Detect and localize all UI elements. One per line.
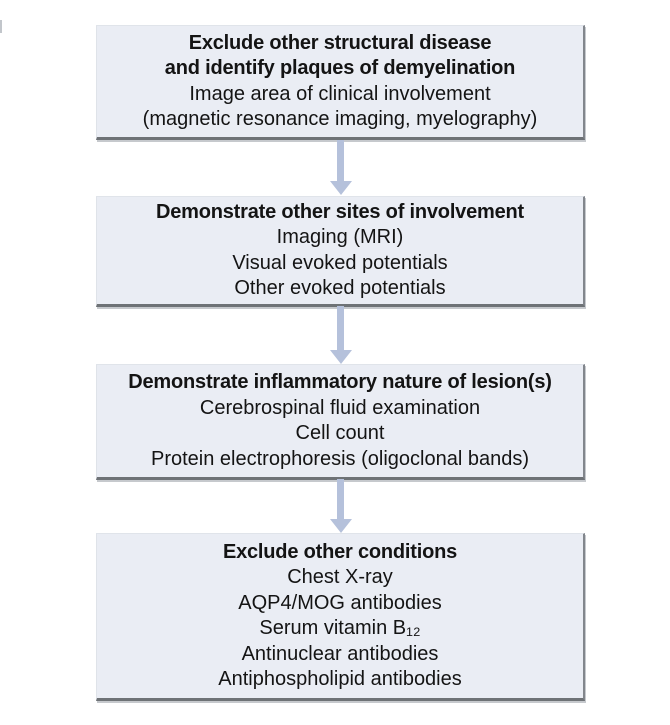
step-item: Protein electrophoresis (oligoclonal ban… [151, 447, 529, 470]
step-item: AQP4/MOG antibodies [238, 591, 442, 614]
down-arrow [96, 479, 585, 533]
down-arrow-stem [337, 140, 344, 181]
flow-step-demonstrate-other-sites: Demonstrate other sites of involvement I… [96, 196, 585, 307]
step-item: Image area of clinical involvement [189, 82, 491, 105]
step-title-line: and identify plaques of demyelination [164, 57, 516, 79]
step-item: Serum vitamin B₁₂ [259, 617, 421, 639]
step-item: Cell count [295, 422, 385, 444]
step-title-line: Exclude other conditions [222, 540, 458, 563]
step-item: (magnetic resonance imaging, myelography… [142, 108, 538, 130]
flow-step-demonstrate-inflammatory-nature: Demonstrate inflammatory nature of lesio… [96, 364, 585, 480]
flow-step-exclude-structural-disease: Exclude other structural disease and ide… [96, 25, 585, 140]
down-arrow-stem [337, 306, 344, 350]
step-title-line: Demonstrate inflammatory nature of lesio… [128, 371, 552, 393]
down-arrow [96, 306, 585, 364]
step-item: Antinuclear antibodies [241, 642, 439, 665]
down-arrow [96, 140, 585, 195]
step-item: Chest X-ray [287, 566, 393, 588]
down-arrow-icon [329, 350, 352, 364]
down-arrow-stem [337, 479, 344, 519]
step-item: Imaging (MRI) [276, 226, 404, 248]
step-item: Visual evoked potentials [232, 251, 448, 274]
flow-step-exclude-other-conditions: Exclude other conditions Chest X-ray AQP… [96, 533, 585, 701]
step-item: Antiphospholipid antibodies [218, 668, 462, 690]
scan-edge-artifact [0, 20, 2, 33]
step-title-line: Demonstrate other sites of involvement [155, 200, 525, 223]
step-item: Other evoked potentials [234, 277, 446, 299]
step-title-line: Exclude other structural disease [188, 31, 492, 54]
step-item: Cerebrospinal fluid examination [199, 396, 481, 419]
down-arrow-icon [329, 519, 352, 533]
down-arrow-icon [329, 181, 352, 195]
